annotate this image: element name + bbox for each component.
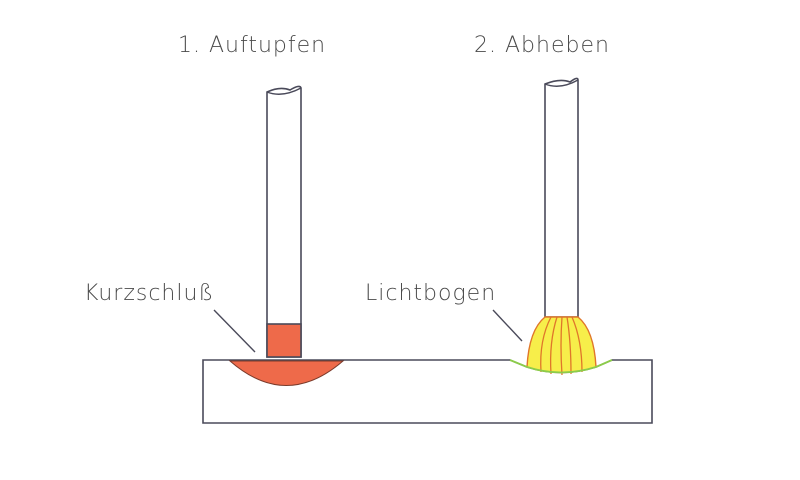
molten-pool xyxy=(228,360,345,386)
leader-line-arc xyxy=(492,309,523,342)
label-short-circuit: Kurzschluß xyxy=(84,281,214,306)
label-arc: Lichtbogen xyxy=(365,281,496,306)
electrode-lifted xyxy=(544,77,579,318)
step-1-title: 1. Auftupfen xyxy=(178,33,326,58)
welding-arc xyxy=(509,316,613,376)
leader-line-short-circuit xyxy=(213,309,256,353)
electrode-touching xyxy=(266,85,302,358)
step-2-title: 2. Abheben xyxy=(474,33,610,58)
